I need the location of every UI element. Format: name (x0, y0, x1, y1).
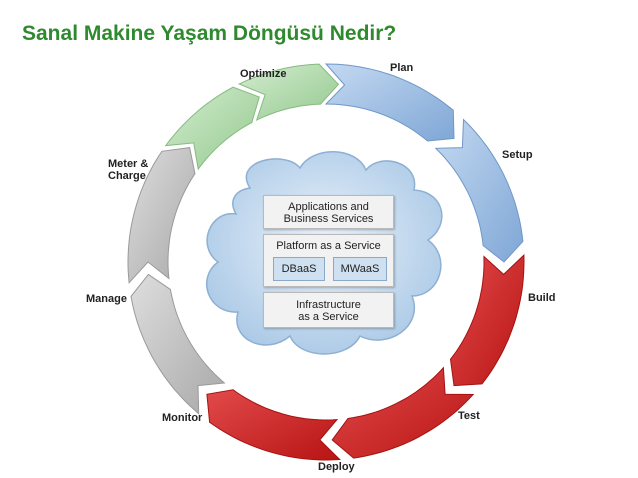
stage-label-monitor: Monitor (162, 412, 203, 424)
segment-deploy (206, 389, 341, 461)
stage-label-test: Test (458, 410, 480, 422)
iaas-line2: as a Service (298, 311, 359, 323)
iaas-line1: Infrastructure (296, 299, 361, 311)
mwaas-chip: MWaaS (333, 257, 387, 281)
applications-layer: Applications and Business Services (263, 195, 394, 229)
segment-meter-charge (164, 86, 260, 171)
stage-label-setup: Setup (502, 149, 533, 161)
segment-optimize (237, 63, 340, 121)
stage-label-manage: Manage (86, 293, 127, 305)
dbaas-chip: DBaaS (273, 257, 325, 281)
applications-line2: Business Services (283, 213, 374, 225)
segment-plan (324, 63, 455, 142)
segment-manage (127, 147, 196, 284)
applications-line1: Applications and (288, 201, 369, 213)
segment-monitor (130, 273, 226, 415)
page-title: Sanal Makine Yaşam Döngüsü Nedir? (22, 22, 397, 45)
iaas-layer: Infrastructure as a Service (263, 292, 394, 328)
segment-setup (434, 118, 524, 263)
segment-build (449, 253, 525, 387)
stage-label-build: Build (528, 292, 556, 304)
meter-label-line1: Meter & (108, 158, 149, 170)
stage-label-optimize: Optimize (240, 68, 287, 80)
stage-label-deploy: Deploy (318, 461, 355, 473)
paas-label: Platform as a Service (276, 240, 381, 252)
stage-label-meter-charge: Meter & Charge (108, 158, 148, 182)
meter-label-line2: Charge (108, 170, 146, 182)
stage-label-plan: Plan (390, 62, 414, 74)
segment-test (331, 366, 475, 459)
